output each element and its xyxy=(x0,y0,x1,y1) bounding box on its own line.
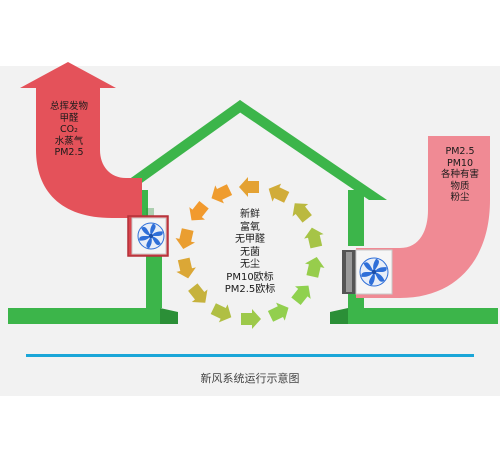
clean-air-label: 新鲜 富氧 无甲醛 无菌 无尘 PM10欧标 PM2.5欧标 xyxy=(224,209,276,295)
exhaust-duct xyxy=(20,62,169,257)
diagram-caption: 新风系统运行示意图 xyxy=(200,372,300,385)
arrow-icon xyxy=(304,227,324,249)
arrow-icon xyxy=(188,283,208,303)
circulation-ring xyxy=(175,177,325,329)
arrow-icon xyxy=(268,183,290,203)
arrow-icon xyxy=(291,285,311,305)
divider-line xyxy=(26,354,474,357)
arrow-icon xyxy=(176,257,196,279)
intake-pollutants-label: PM2.5 PM10 各种有害 物质 粉尘 xyxy=(440,146,479,203)
arrow-icon xyxy=(304,256,325,278)
arrow-icon xyxy=(210,303,232,323)
fan-icon xyxy=(359,257,389,287)
exhaust-pollutants-label: 总挥发物 甲醛 CO₂ 水蒸气 PM2.5 xyxy=(49,101,88,158)
arrow-icon xyxy=(241,309,261,329)
arrow-icon xyxy=(239,177,259,197)
arrow-icon xyxy=(292,203,312,223)
arrow-icon xyxy=(211,184,233,204)
arrow-icon xyxy=(189,201,209,221)
arrow-icon xyxy=(267,302,289,322)
exhaust-arrow-icon xyxy=(20,62,116,88)
fan-icon xyxy=(137,222,165,250)
arrow-icon xyxy=(175,228,196,250)
